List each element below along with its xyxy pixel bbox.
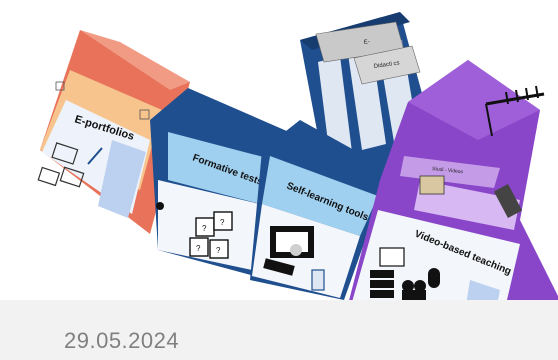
banner-e-label: E- bbox=[363, 39, 370, 46]
camera-body-icon bbox=[493, 184, 523, 218]
keyboard-icon bbox=[263, 258, 295, 276]
eportfolios-tower bbox=[37, 30, 190, 234]
banner-didactics-label: Didacti cs bbox=[373, 60, 400, 70]
antenna-icon bbox=[485, 85, 545, 137]
self-learning-building bbox=[250, 120, 390, 300]
footer-bar: 29.05.2024 bbox=[0, 300, 558, 360]
footer-date: 29.05.2024 bbox=[64, 328, 180, 353]
quiz-mark-2: ? bbox=[220, 218, 225, 227]
pen-icon bbox=[87, 147, 103, 165]
notepad-icon bbox=[55, 81, 65, 91]
microphone-icon bbox=[428, 268, 440, 288]
monitor-icon bbox=[379, 247, 405, 267]
tablet-icon bbox=[270, 226, 314, 258]
notepad-icon-2 bbox=[139, 109, 150, 120]
didactics-banner bbox=[315, 21, 421, 85]
studio-sign-label: Studi - Videos bbox=[432, 166, 464, 175]
quiz-icon bbox=[189, 211, 233, 259]
quiz-mark-1: ? bbox=[202, 224, 207, 233]
castle-diagram: E- Didacti cs E-portfolios ? ? ? ? bbox=[37, 12, 558, 356]
briefcase-icon bbox=[37, 142, 85, 188]
server-icon bbox=[370, 270, 394, 298]
person-icon bbox=[156, 202, 164, 210]
quiz-mark-3: ? bbox=[196, 244, 201, 253]
film-icon bbox=[419, 175, 445, 195]
phone-icon bbox=[311, 269, 325, 291]
quiz-mark-4: ? bbox=[216, 246, 221, 255]
